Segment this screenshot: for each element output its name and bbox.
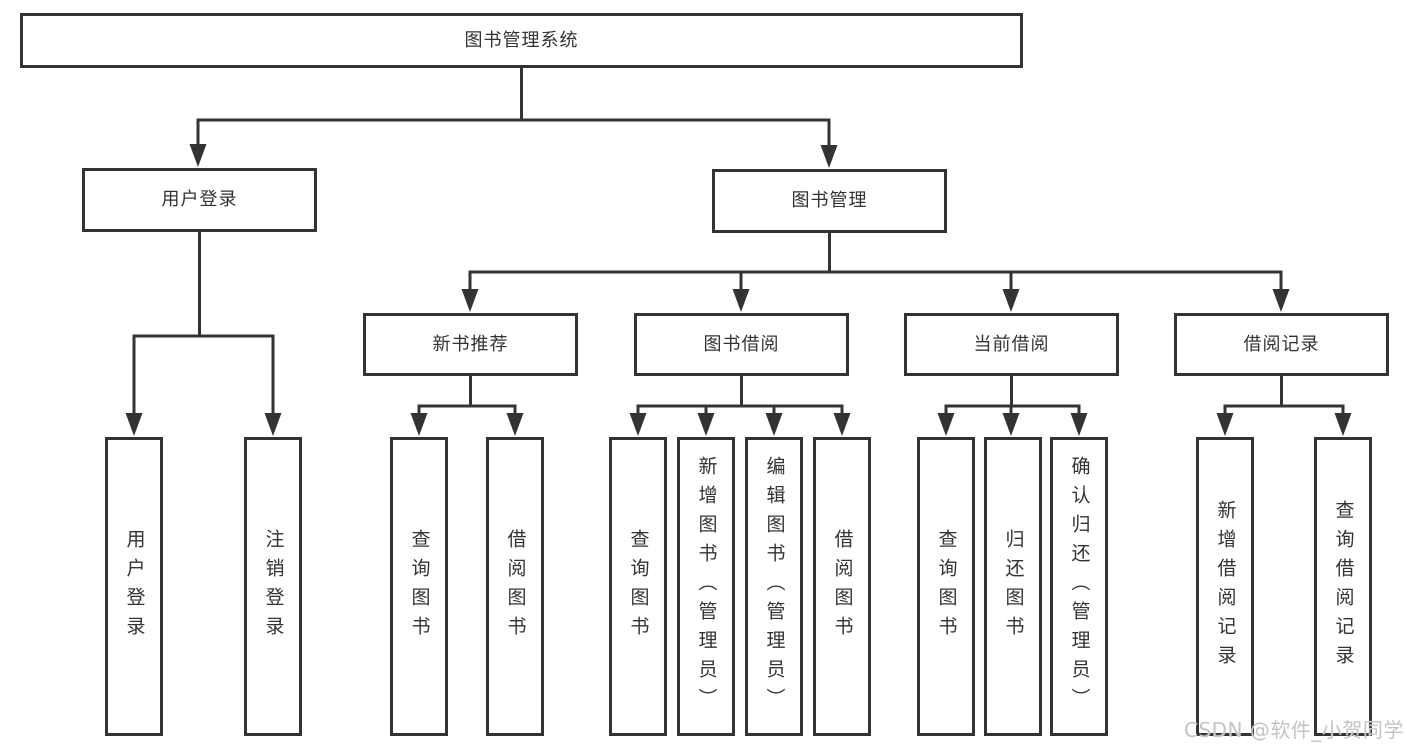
leaf-label: 确认归还（管理员） [1068, 456, 1091, 717]
leaf-label: 新增图书（管理员） [695, 456, 718, 717]
node-label: 借阅记录 [1243, 333, 1320, 355]
leaf-user-login: 用户登录 [105, 437, 163, 736]
node-label: 图书管理 [791, 190, 868, 211]
node-user-login: 用户登录 [82, 168, 317, 232]
leaf-label: 借阅图书 [504, 528, 527, 645]
leaf-label: 归还图书 [1002, 528, 1025, 645]
node-label: 新书推荐 [432, 333, 509, 355]
leaf-label: 借阅图书 [831, 528, 854, 645]
node-book-management: 图书管理 [712, 169, 947, 233]
leaf-label: 查询图书 [627, 528, 650, 645]
leaf-label: 新增借阅记录 [1214, 499, 1237, 674]
leaf-logout: 注销登录 [244, 437, 302, 736]
node-current-borrowing: 当前借阅 [904, 313, 1119, 376]
node-library-management-system: 图书管理系统 [20, 13, 1023, 68]
leaf-query-book-borrow: 查询图书 [609, 437, 667, 736]
node-label: 图书管理系统 [464, 29, 579, 51]
node-label: 图书借阅 [703, 333, 780, 355]
leaf-add-borrow-record: 新增借阅记录 [1196, 437, 1254, 736]
csdn-watermark: CSDN @软件_小贺同学 [1184, 718, 1404, 742]
leaf-label: 查询图书 [408, 528, 431, 645]
node-label: 用户登录 [161, 189, 238, 210]
node-borrowing-records: 借阅记录 [1174, 313, 1389, 376]
leaf-add-book-admin: 新增图书（管理员） [677, 437, 735, 736]
node-label: 当前借阅 [973, 333, 1050, 355]
leaf-query-book-current: 查询图书 [917, 437, 975, 736]
leaf-label: 注销登录 [262, 528, 285, 645]
node-new-book-recommendation: 新书推荐 [363, 313, 578, 376]
leaf-label: 编辑图书（管理员） [763, 456, 786, 717]
leaf-return-book: 归还图书 [984, 437, 1042, 736]
leaf-label: 用户登录 [123, 528, 146, 645]
node-book-borrowing: 图书借阅 [634, 313, 849, 376]
leaf-query-book-recommend: 查询图书 [390, 437, 448, 736]
leaf-confirm-return-admin: 确认归还（管理员） [1050, 437, 1108, 736]
leaf-borrow-book-recommend: 借阅图书 [486, 437, 544, 736]
leaf-borrow-book: 借阅图书 [813, 437, 871, 736]
leaf-label: 查询图书 [935, 528, 958, 645]
leaf-label: 查询借阅记录 [1332, 499, 1355, 674]
leaf-query-borrow-record: 查询借阅记录 [1314, 437, 1372, 736]
leaf-edit-book-admin: 编辑图书（管理员） [745, 437, 803, 736]
